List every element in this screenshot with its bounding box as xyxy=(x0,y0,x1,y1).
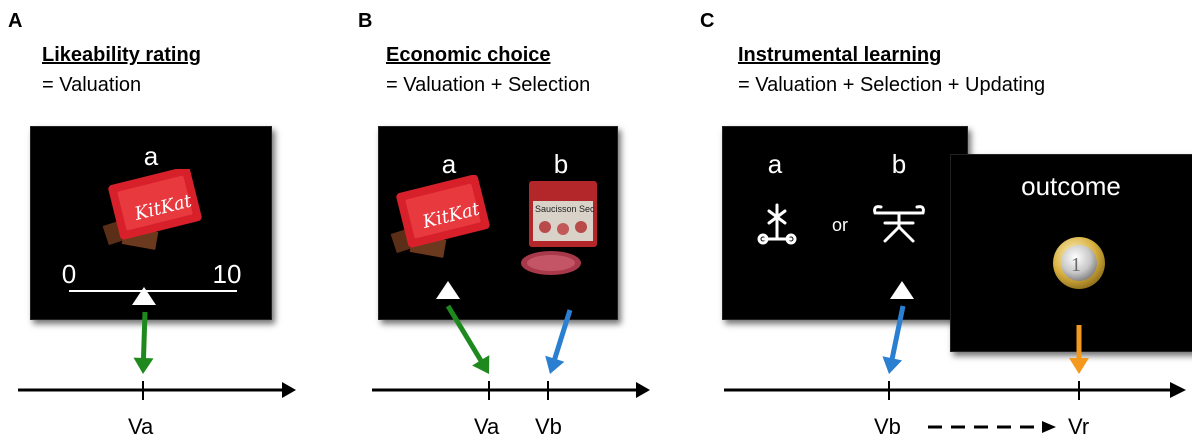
axis-label-vb-b: Vb xyxy=(535,414,562,439)
svg-text:1: 1 xyxy=(1071,254,1081,276)
rating-scale-line[interactable] xyxy=(69,290,237,292)
screen-instrumental-choice: a b or xyxy=(722,126,968,320)
screen-likeability: a KitKat 0 10 xyxy=(30,126,272,320)
panel-a-letter: A xyxy=(8,10,23,32)
panel-c-title: Instrumental learning xyxy=(738,44,942,66)
kitkat-image: KitKat xyxy=(102,169,202,250)
screen-economic-choice: a b KitKat Saucisson Sec xyxy=(378,126,618,320)
update-dashed-arrow-head xyxy=(1042,421,1056,433)
euro-coin-icon: 1 xyxy=(1053,237,1105,289)
panel-b-title: Economic choice xyxy=(386,44,551,66)
rating-cursor-triangle[interactable] xyxy=(131,285,157,307)
item-label-b: b xyxy=(553,149,569,179)
kitkat-image: KitKat xyxy=(390,175,490,258)
axis-label-va-a: Va xyxy=(128,414,154,439)
screen-outcome: outcome 1 xyxy=(950,154,1192,352)
panel-c-subtitle: = Valuation + Selection + Updating xyxy=(738,74,1046,96)
arrow-panel-b-vb-head xyxy=(545,355,565,374)
abstract-symbol-b-icon xyxy=(873,205,925,243)
item-label-a: a xyxy=(143,141,159,171)
arrow-panel-c-vb xyxy=(889,305,906,361)
panel-c-letter: C xyxy=(700,10,715,32)
item-label-b: b xyxy=(891,149,907,179)
arrow-panel-b-va xyxy=(445,304,484,364)
scale-min-label: 0 xyxy=(61,259,77,289)
arrow-panel-c-vb-head xyxy=(882,356,903,374)
or-connector: or xyxy=(831,215,848,235)
value-axis-c-head xyxy=(1170,382,1186,398)
value-axis-b-head xyxy=(636,382,650,398)
panel-a-subtitle: = Valuation xyxy=(42,74,142,96)
axis-label-vb-c: Vb xyxy=(874,414,901,439)
arrow-panel-a-va xyxy=(140,311,148,361)
panel-b-letter: B xyxy=(358,10,373,32)
arrow-panel-b-va-head xyxy=(472,355,490,374)
arrow-panel-b-vb xyxy=(551,309,573,362)
panel-b-subtitle: = Valuation + Selection xyxy=(386,74,591,96)
value-axis-a-head xyxy=(282,382,296,398)
saucisson-label-text: Saucisson Sec xyxy=(535,204,595,214)
item-label-a: a xyxy=(767,149,783,179)
outcome-label: outcome xyxy=(1021,171,1121,201)
learning-cursor-triangle[interactable] xyxy=(889,279,915,301)
item-label-a: a xyxy=(441,149,457,179)
scale-max-label: 10 xyxy=(212,259,242,289)
abstract-symbol-a-icon xyxy=(757,203,797,245)
arrow-panel-a-va-head xyxy=(133,357,154,374)
axis-label-va-b: Va xyxy=(474,414,500,439)
axis-label-vr-c: Vr xyxy=(1068,414,1090,439)
panel-a-title: Likeability rating xyxy=(42,44,201,66)
saucisson-image: Saucisson Sec xyxy=(521,181,597,275)
choice-cursor-triangle[interactable] xyxy=(435,279,461,301)
arrow-panel-c-vr-head xyxy=(1069,358,1089,374)
